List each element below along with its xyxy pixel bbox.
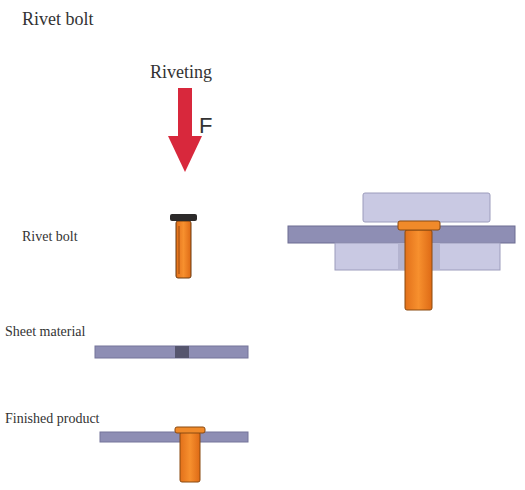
rivet-bolt-part bbox=[170, 214, 197, 278]
finished-product-part bbox=[100, 427, 248, 482]
sheet-part bbox=[95, 346, 248, 358]
part-label: Sheet material bbox=[5, 324, 85, 340]
press-tooling bbox=[288, 193, 515, 310]
diagram-title: Rivet bolt bbox=[22, 9, 94, 30]
process-label: Riveting bbox=[150, 62, 212, 83]
part-label: Rivet bolt bbox=[22, 229, 78, 245]
part-label: Finished product bbox=[5, 411, 100, 427]
force-label: F bbox=[199, 113, 212, 139]
force-arrow bbox=[168, 88, 202, 172]
